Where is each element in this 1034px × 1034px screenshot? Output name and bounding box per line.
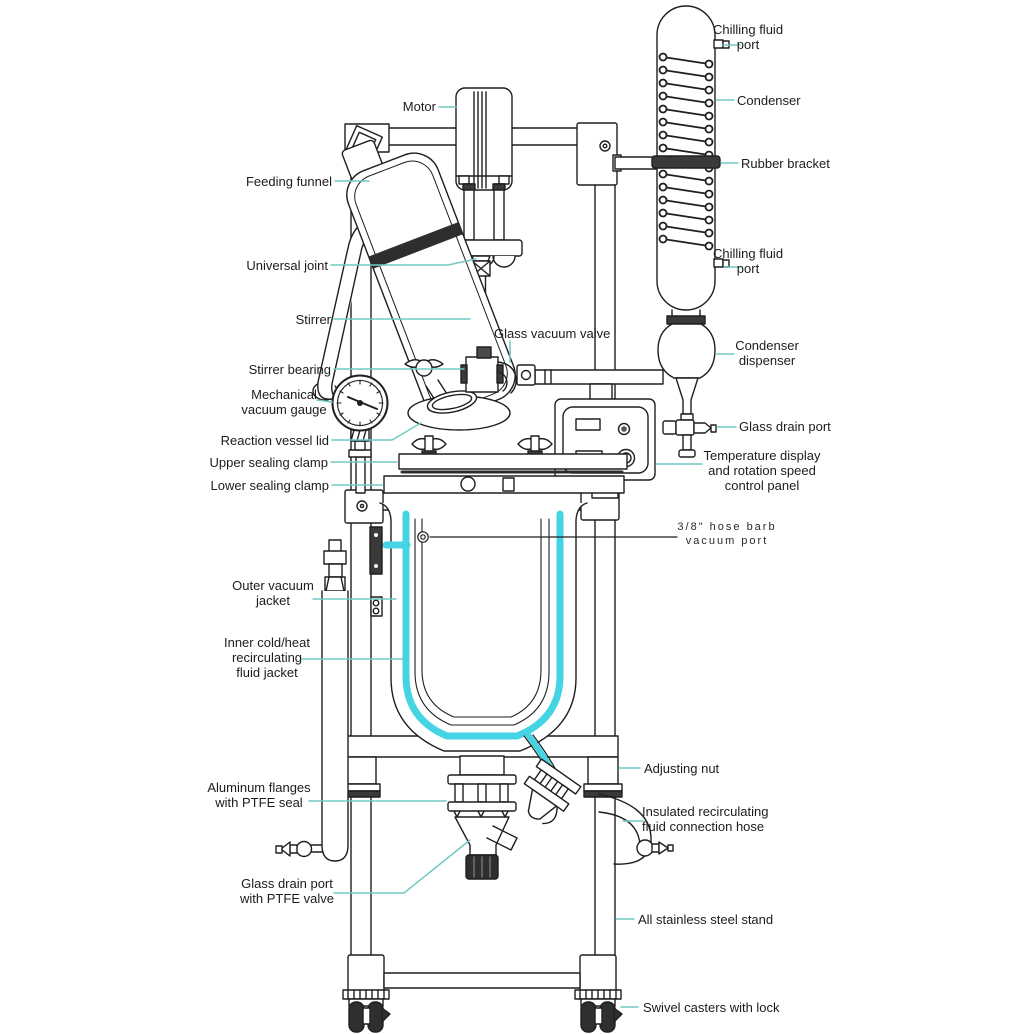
left-hose-barb	[275, 840, 323, 858]
label-glass-vacuum-valve: Glass vacuum valve	[494, 326, 611, 341]
upper-sealing-clamp	[398, 435, 628, 474]
label-stirrer-bearing: Stirrer bearing	[248, 362, 331, 377]
aluminum-flange	[447, 774, 517, 818]
lower-sealing-clamp	[383, 475, 625, 494]
label-motor: Motor	[402, 99, 436, 114]
inner-fluid-jacket-channel	[382, 510, 564, 740]
label-adjusting-nut: Adjusting nut	[644, 761, 720, 776]
reaction-vessel-lid	[383, 346, 628, 494]
swivel-casters	[342, 989, 623, 1033]
vacuum-port-flange	[369, 526, 383, 617]
bottom-drain-assembly	[447, 755, 518, 880]
label-reaction-vessel-lid: Reaction vessel lid	[220, 433, 329, 448]
label-swivel-casters: Swivel casters with lock	[643, 1000, 780, 1015]
feeding-funnel	[312, 139, 516, 418]
label-lower-sealing-clamp: Lower sealing clamp	[210, 478, 329, 493]
mechanical-vacuum-gauge	[331, 374, 389, 494]
stainless-steel-stand	[341, 122, 661, 993]
insulated-recirculating-hose	[598, 793, 674, 865]
label-glass-drain-port-right: Glass drain port	[739, 419, 831, 434]
glass-drain-port-right-fitting	[662, 413, 717, 458]
vacuum-port-symbol	[417, 531, 678, 543]
display-window-1	[575, 418, 601, 431]
condenser	[534, 5, 730, 458]
leader-lines	[300, 44, 742, 1008]
label-upper-sealing-clamp: Upper sealing clamp	[209, 455, 328, 470]
label-stainless-stand: All stainless steel stand	[638, 912, 774, 927]
tilted-flange-fitting	[523, 758, 582, 825]
label-universal-joint: Universal joint	[246, 258, 328, 273]
label-rubber-bracket: Rubber bracket	[741, 156, 830, 171]
rubber-bracket	[651, 155, 721, 169]
label-stirrer: Stirrer	[295, 312, 331, 327]
condenser-dispenser	[657, 323, 716, 415]
label-condenser: Condenser	[737, 93, 801, 108]
glass-vacuum-valve-fitting	[497, 361, 536, 394]
reaction-vessel	[369, 502, 588, 752]
label-feeding-funnel: Feeding funnel	[245, 174, 332, 189]
